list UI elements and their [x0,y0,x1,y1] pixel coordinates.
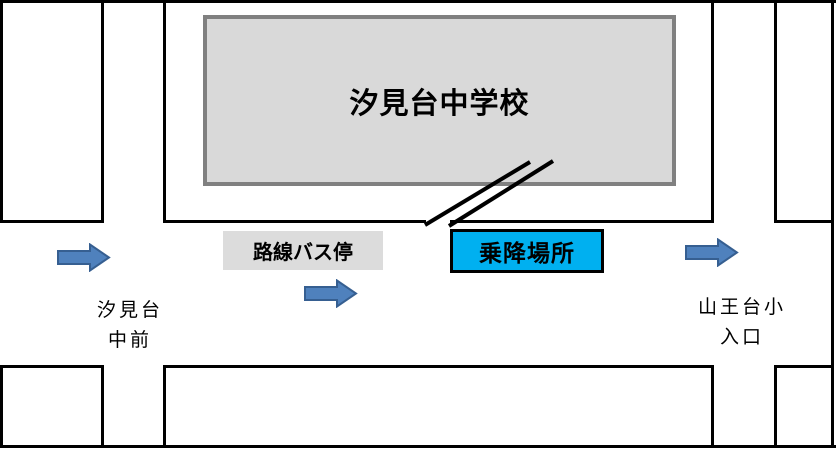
city-block-bottom-left [0,365,104,448]
city-block-bottom-right [774,365,834,448]
traffic-direction-arrow-west-icon [57,243,111,272]
school-building: 汐見台中学校 [203,15,676,186]
right-intersection-label: 山王台小 入口 [677,292,807,352]
driveway-line-right [447,159,555,228]
bus-stop-label-text: 路線バス停 [253,240,353,264]
right-intersection-line1: 山王台小 [697,296,786,318]
left-intersection-line2: 中前 [107,329,152,351]
left-intersection-line1: 汐見台 [96,299,163,321]
driveway-line-left [423,160,532,227]
city-block-top-left [0,0,104,223]
city-block-bottom-center [163,365,714,448]
left-intersection-label: 汐見台 中前 [65,295,195,355]
traffic-direction-arrow-center-icon [304,279,358,308]
bus-stop-label: 路線バス停 [223,231,383,270]
right-intersection-line2: 入口 [719,326,764,348]
map-border-right [831,0,834,448]
traffic-direction-arrow-east-icon [685,238,739,267]
driveway-road-opening [426,219,450,228]
boarding-point-label-text: 乗降場所 [479,241,575,267]
boarding-point-label: 乗降場所 [450,229,604,273]
city-block-top-right [774,0,834,223]
school-name-label: 汐見台中学校 [349,85,530,120]
